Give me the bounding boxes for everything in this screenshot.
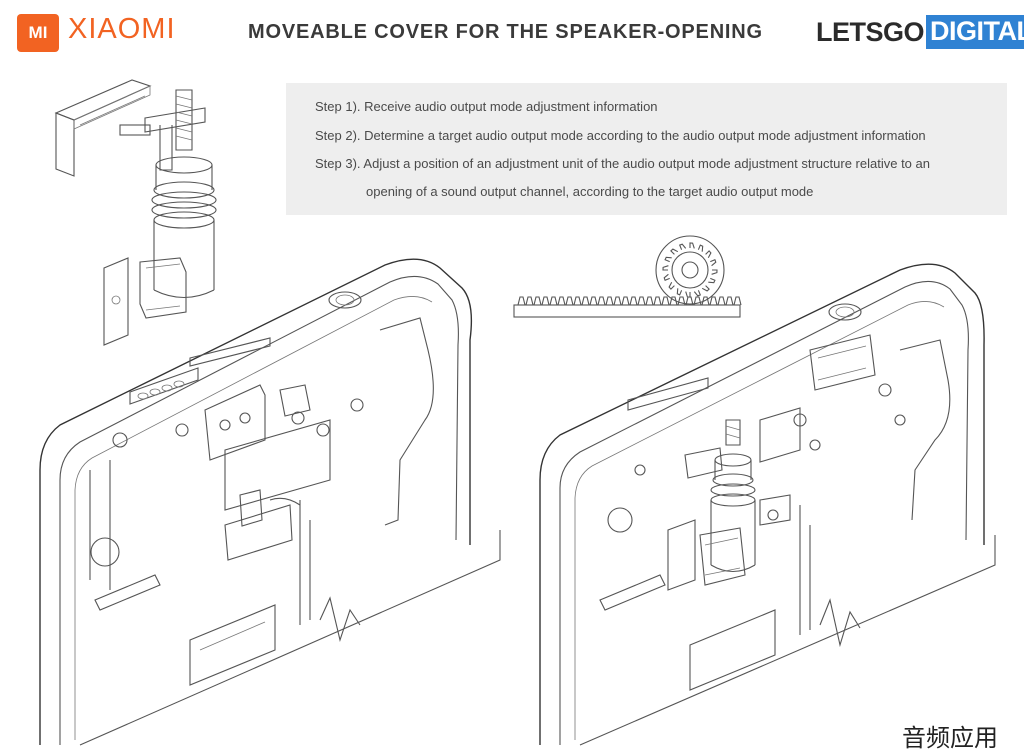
xiaomi-logo-word: XIAOMI [68,13,176,45]
brand-digital: DIGITAL [926,15,1024,49]
phone-frame-right [539,263,996,746]
phone-frame-left [39,258,501,746]
watermark-text: 音频应用 [902,724,998,752]
step-1: Step 1). Receive audio output mode adjus… [315,99,658,114]
page-title: MOVEABLE COVER FOR THE SPEAKER-OPENING [248,21,763,43]
step-2: Step 2). Determine a target audio output… [315,128,926,143]
step-3-line-2: opening of a sound output channel, accor… [366,184,814,199]
exploded-cover-mechanism [54,79,217,346]
step-3-line-1: Step 3). Adjust a position of an adjustm… [315,156,930,171]
letsgodigital-logo: LETSGO DIGITAL [816,15,1024,49]
steps-box: Step 1). Receive audio output mode adjus… [286,83,1007,215]
rack-and-gear [513,235,742,318]
brand-letsgo: LETSGO [816,16,925,47]
xiaomi-logo-mark: MI [17,14,59,52]
